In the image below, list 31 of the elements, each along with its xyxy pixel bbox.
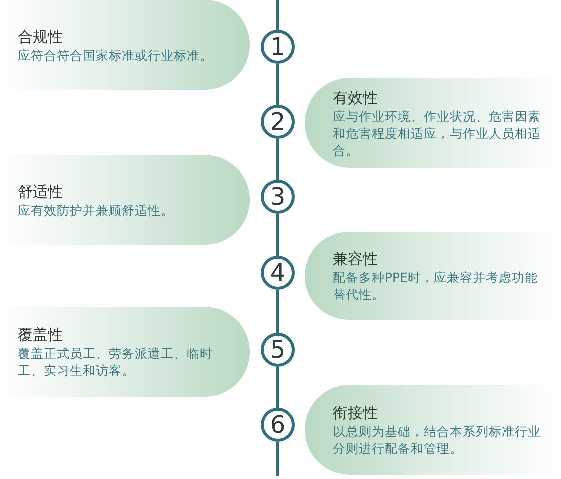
- timeline-line: [276, 64, 280, 105]
- card-heading: 衔接性: [333, 403, 379, 423]
- timeline-line: [276, 290, 280, 333]
- card-heading: 合规性: [18, 26, 64, 46]
- step-number-circle: [261, 256, 295, 290]
- step-number: 1: [270, 34, 286, 60]
- card-heading: 覆盖性: [18, 325, 64, 345]
- card-description: 应符合符合国家标准或行业标准。: [18, 46, 214, 64]
- card-description: 配备多种PPE时，应兼容并考虑功能替代性。: [333, 269, 539, 303]
- step-number-circle: [261, 105, 295, 139]
- card-heading: 有效性: [333, 88, 379, 108]
- card-description: 覆盖正式员工、劳务派遣工、临时工、实习生和访客。: [18, 345, 214, 379]
- step-number: 4: [270, 260, 286, 286]
- timeline-line: [276, 214, 280, 256]
- step-number: 5: [270, 337, 286, 363]
- step-number: 2: [270, 109, 286, 135]
- card-heading: 兼容性: [333, 249, 379, 269]
- card-description: 应有效防护并兼顾舒适性。: [18, 202, 175, 218]
- card-description: 以总则为基础，结合本系列标准行业分则进行配备和管理。: [333, 423, 542, 457]
- card-heading: 舒适性: [18, 182, 64, 202]
- timeline-line: [276, 442, 280, 476]
- timeline-line: [276, 139, 280, 180]
- step-number-circle: [261, 333, 295, 367]
- card-description: 应与作业环境、作业状况、危害因素和危害程度相适应，与作业人员相适合。: [333, 108, 542, 158]
- step-number-circle: [261, 180, 295, 214]
- timeline-line: [276, 0, 280, 30]
- step-number: 6: [270, 412, 286, 438]
- step-number-circle: [261, 408, 295, 442]
- step-number-circle: [261, 30, 295, 64]
- timeline-line: [276, 367, 280, 408]
- step-number: 3: [270, 184, 286, 210]
